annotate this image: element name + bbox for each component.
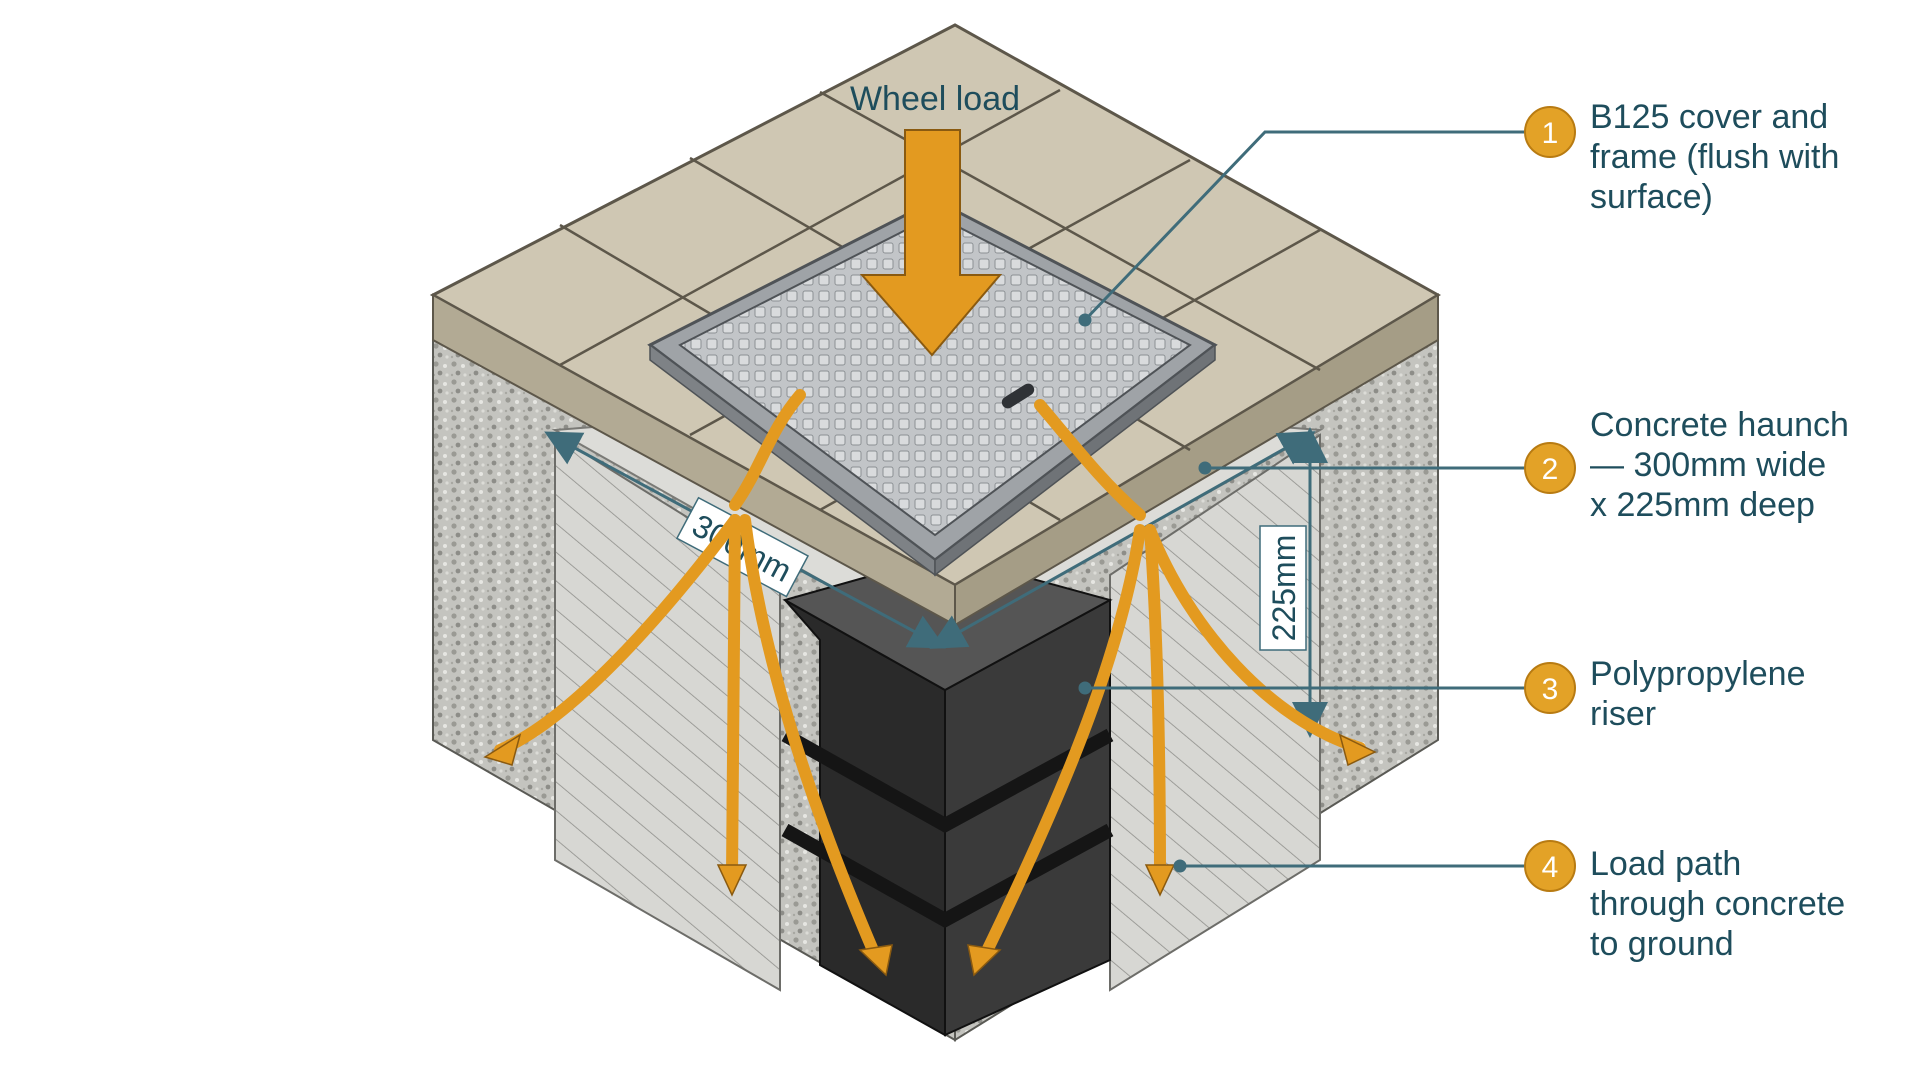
lifting-keyhole-icon	[1001, 383, 1035, 409]
load-arrow-left-inner	[739, 514, 881, 961]
callout-4: 4 Load path through concrete to ground	[1524, 840, 1855, 963]
load-arrow-right-outer	[1144, 524, 1366, 754]
wheel-load-arrow	[859, 129, 1003, 357]
dim-depth-label-box	[1259, 525, 1307, 651]
callout-number-1: 1	[1542, 117, 1559, 150]
dim-depth-label-group: 225mm	[1259, 525, 1307, 651]
callout-text-2: Concrete haunch — 300mm wide x 225mm dee…	[1590, 406, 1858, 524]
dim-width-line-right	[929, 431, 1316, 649]
callout-1: 1 B125 cover and frame (flush with surfa…	[1524, 98, 1849, 216]
load-arrow-heads	[483, 733, 1377, 977]
callout-badge-1	[1524, 106, 1576, 158]
load-arrow-left-branch	[729, 389, 806, 511]
wheel-load-label: Wheel load	[850, 80, 1020, 118]
load-arrow-right-branch	[1034, 399, 1146, 521]
callout-2: 2 Concrete haunch — 300mm wide x 225mm d…	[1524, 406, 1858, 524]
arrowhead-left-inner	[858, 944, 893, 977]
callout-number-2: 2	[1542, 453, 1559, 486]
callout-text-1: B125 cover and frame (flush with surface…	[1590, 98, 1849, 216]
callout-leaders	[1078, 130, 1525, 873]
callout-badge-4	[1524, 840, 1576, 892]
riser-rib-upper	[781, 728, 1114, 834]
callout-badge-2	[1524, 442, 1576, 494]
dim-depth-label: 225mm	[1266, 535, 1302, 642]
load-arrow-right-down	[1144, 524, 1166, 881]
load-arrow-right-inner	[979, 524, 1146, 961]
load-arrow-left-outer	[494, 514, 741, 756]
callout-text-3: Polypropylene riser	[1590, 655, 1815, 733]
callout-number-4: 4	[1542, 851, 1559, 884]
load-path-arrows	[494, 129, 1366, 961]
arrowhead-left-outer	[483, 733, 522, 766]
callout-3: 3 Polypropylene riser	[1524, 655, 1815, 733]
callout-text-4: Load path through concrete to ground	[1590, 845, 1855, 963]
arrowhead-right-inner	[967, 944, 1002, 977]
arrowhead-left-down	[716, 864, 748, 897]
callout-number-3: 3	[1542, 673, 1559, 706]
load-arrow-left-down	[726, 514, 741, 881]
callout-badge-3	[1524, 662, 1576, 714]
arrowhead-right-outer	[1338, 733, 1377, 767]
leader-1	[1083, 130, 1525, 322]
arrowhead-right-down	[1144, 864, 1176, 897]
